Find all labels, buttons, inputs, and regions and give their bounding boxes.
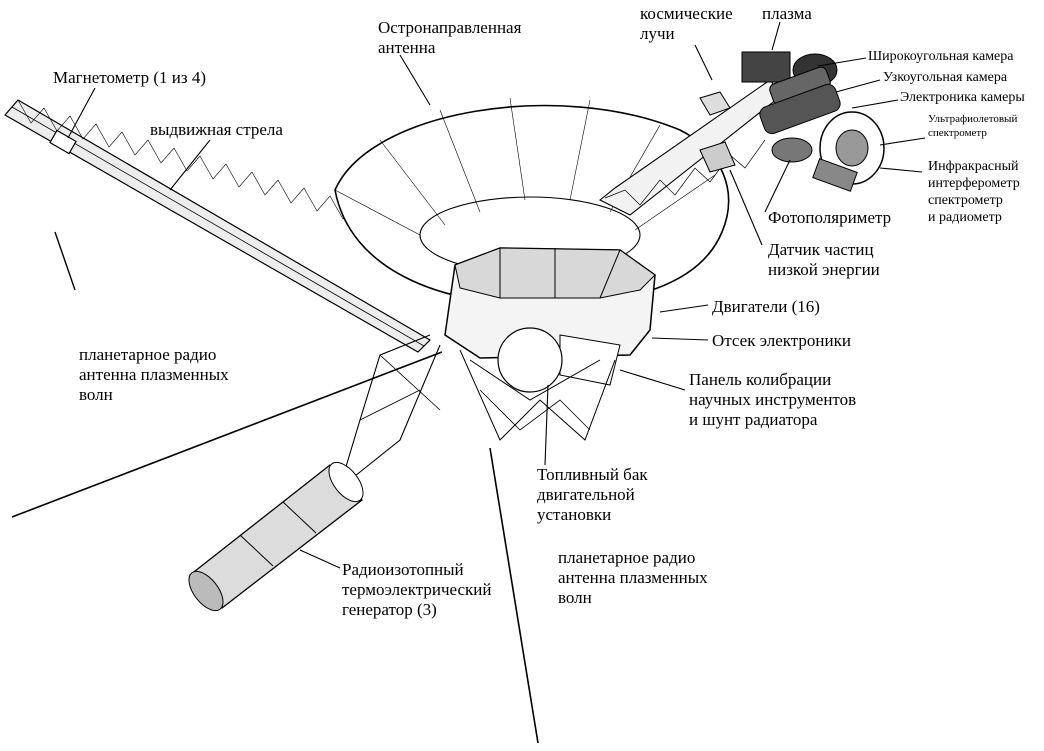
plasma-wave-antennas [11,231,539,744]
magnetometer-boom [4,99,431,353]
high-gain-antenna [334,97,730,306]
label-thrusters: Двигатели (16) [712,297,820,316]
label-narrow-angle-camera: Узкоугольная камера [883,70,1008,85]
label-camera-electronics: Электроника камеры [900,90,1025,105]
rtg-stack [188,461,364,612]
label-plasma-wave-antenna-left: планетарное радио антенна плазменных вол… [79,345,229,404]
label-boom: выдвижная стрела [150,120,283,139]
label-uv-spectrometer: Ультрафиолетовый спектрометр [928,113,1018,139]
spacecraft-bus [444,247,656,386]
label-plasma: плазма [762,4,812,23]
label-plasma-wave-antenna-bottom: планетарное радио антенна плазменных вол… [558,548,708,607]
label-cosmic-rays: космические лучи [640,4,733,43]
label-magnetometer: Магнетометр (1 из 4) [53,68,206,87]
lower-truss [344,327,616,481]
label-photopolarimeter: Фотополяриметр [768,208,892,227]
label-wide-angle-camera: Широкоугольная камера [868,49,1014,64]
label-electronics-bus: Отсек электроники [712,331,851,350]
label-high-gain-antenna: Остронаправленная антенна [378,18,522,57]
label-lecp: Датчик частиц низкой энергии [768,240,880,279]
label-rtg: Радиоизотопный термоэлектрический генера… [342,560,492,619]
label-iris: Инфракрасный интерферометр спектрометр и… [928,159,1020,225]
leader-lines [67,21,926,569]
label-calibration-panel: Панель колибрации научных инструментов и… [689,370,857,429]
scan-platform [741,51,885,192]
label-fuel-tank: Топливный бак двигательной установки [537,465,648,524]
